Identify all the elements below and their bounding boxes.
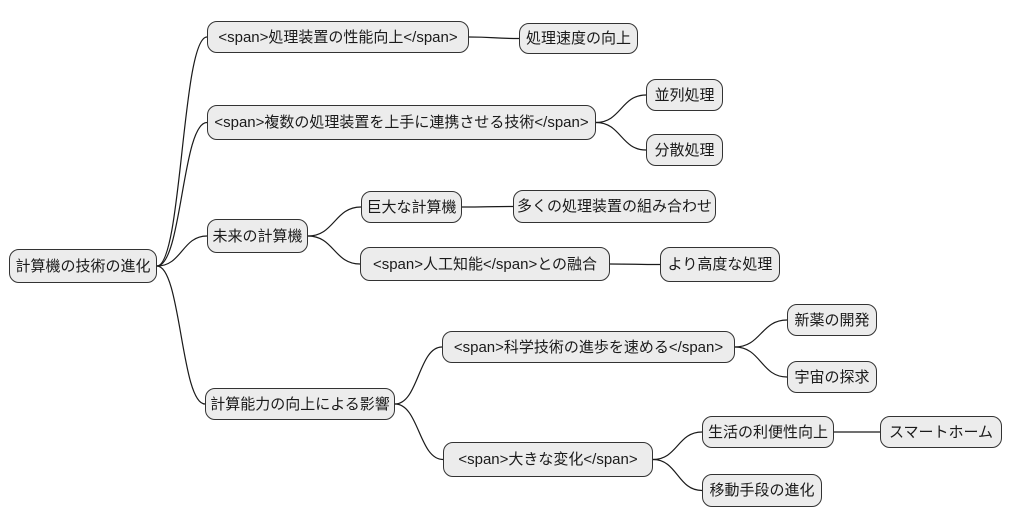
edge-ai-advanced (609, 263, 661, 266)
mindmap-node-mobility: 移動手段の進化 (702, 474, 822, 507)
mindmap-node-science: <span>科学技術の進歩を速める</span> (442, 331, 735, 363)
mindmap-node-speed: 処理速度の向上 (519, 23, 638, 54)
mindmap-node-smarthome: スマートホーム (880, 416, 1002, 448)
mindmap-node-root: 計算機の技術の進化 (9, 249, 157, 283)
mindmap-node-advanced: より高度な処理 (660, 247, 780, 282)
edge-root-impact (156, 265, 206, 405)
edge-change-convenience (652, 431, 703, 461)
edge-future-ai (307, 235, 361, 265)
mindmap-node-ai: <span>人工知能</span>との融合 (360, 247, 610, 281)
edge-root-perf (156, 36, 208, 267)
edge-future-giant (307, 206, 362, 237)
edge-change-mobility (652, 458, 703, 492)
edge-root-future (156, 235, 208, 267)
edge-science-space (734, 346, 788, 378)
edge-science-drug (734, 319, 788, 348)
mindmap-node-combine: 多くの処理装置の組み合わせ (513, 190, 716, 223)
mindmap-node-parallel: 並列処理 (646, 79, 723, 111)
mindmap-node-giant: 巨大な計算機 (361, 191, 462, 223)
edge-perf-speed (468, 36, 520, 40)
mindmap-node-multi: <span>複数の処理装置を上手に連携させる技術</span> (207, 105, 596, 140)
edge-multi-parallel (595, 94, 647, 124)
edge-root-multi (156, 121, 208, 267)
mindmap-node-change: <span>大きな変化</span> (443, 442, 653, 477)
mindmap-node-drug: 新薬の開発 (787, 304, 877, 336)
edge-impact-science (394, 346, 443, 405)
mindmap-node-future: 未来の計算機 (207, 219, 308, 253)
mindmap-node-impact: 計算能力の向上による影響 (205, 388, 395, 420)
edge-giant-combine (461, 205, 514, 208)
mindmap-node-distributed: 分散処理 (646, 134, 723, 166)
mindmap-node-space: 宇宙の探求 (787, 361, 877, 393)
edge-multi-distributed (595, 121, 647, 151)
mindmap-node-perf: <span>処理装置の性能向上</span> (207, 21, 469, 53)
mindmap-node-convenience: 生活の利便性向上 (702, 416, 834, 448)
edge-impact-change (394, 403, 444, 461)
